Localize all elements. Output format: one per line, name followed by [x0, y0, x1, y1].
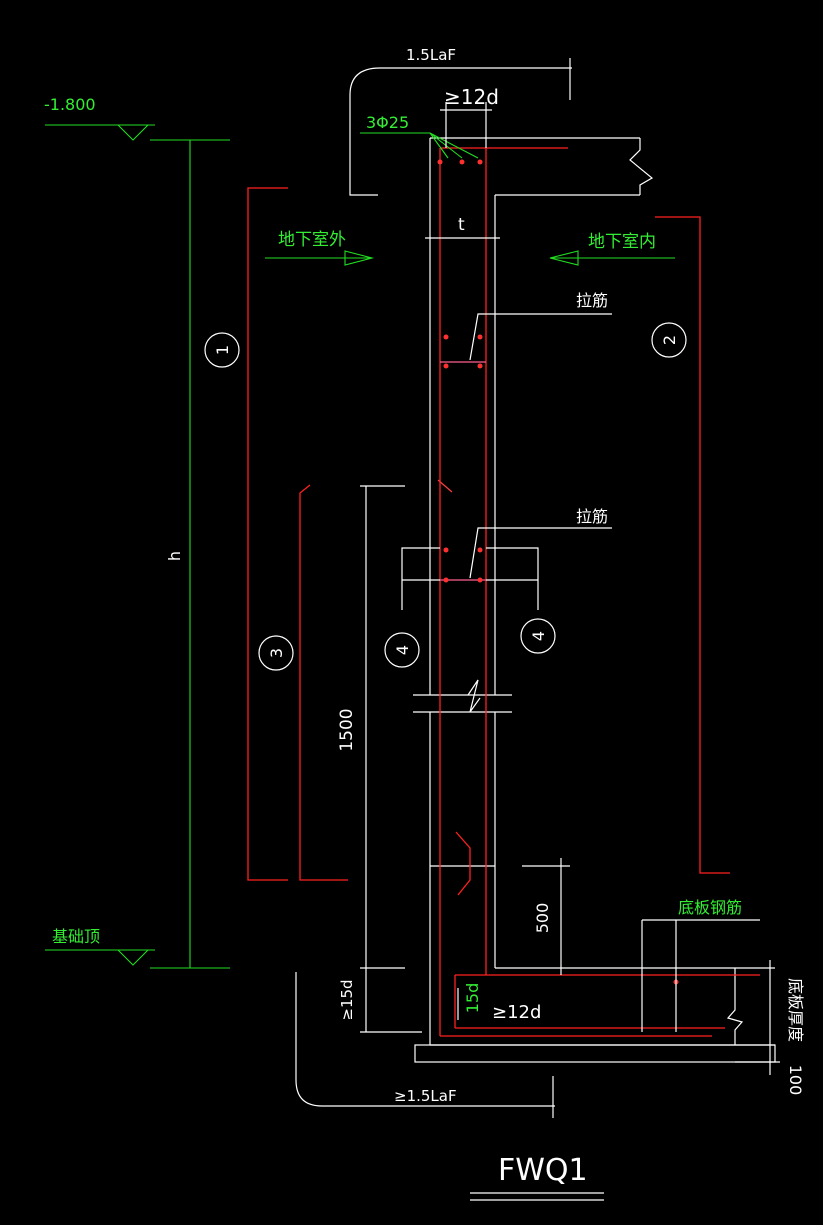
- label-slab-rebar: 底板钢筋: [678, 898, 742, 917]
- label-thickness: t: [458, 215, 465, 235]
- label-dim-100: 100: [786, 1065, 805, 1096]
- marker-4-left: 4: [384, 632, 420, 668]
- svg-text:3: 3: [267, 648, 286, 658]
- svg-text:1: 1: [213, 345, 232, 355]
- green-annotations: [45, 124, 675, 1201]
- label-dim-500: 500: [533, 903, 552, 934]
- label-tie-2: 拉筋: [576, 507, 608, 526]
- marker-2: 2: [651, 322, 687, 358]
- marker-3: 3: [258, 635, 294, 671]
- label-slab-thickness: 底板厚度: [786, 978, 805, 1042]
- label-found-top: 基础顶: [52, 927, 100, 946]
- label-inside: 地下室内: [588, 232, 656, 252]
- marker-1: 1: [204, 332, 240, 368]
- label-height: h: [165, 551, 184, 561]
- dimension-lines: [295, 58, 780, 1118]
- svg-text:2: 2: [660, 335, 679, 345]
- label-bot-anchor: ≥1.5LaF: [394, 1087, 457, 1105]
- label-15d-left: ≥15d: [338, 979, 356, 1020]
- reinforcement: [247, 147, 760, 1037]
- label-15d: 15d: [463, 983, 482, 1014]
- svg-text:4: 4: [529, 631, 548, 641]
- drawing-title: FWQ1: [498, 1153, 588, 1188]
- label-top-bars: 3Φ25: [366, 113, 409, 132]
- label-tie-1: 拉筋: [576, 291, 608, 310]
- label-dim-1500: 1500: [337, 708, 357, 751]
- label-top-cover: ≥12d: [444, 85, 499, 109]
- label-outside: 地下室外: [278, 230, 346, 250]
- label-top-anchor: 1.5LaF: [406, 46, 456, 64]
- label-bot-cover: ≥12d: [492, 1002, 541, 1023]
- svg-text:4: 4: [393, 645, 412, 655]
- concrete-outline: [413, 137, 776, 1063]
- marker-4-right: 4: [520, 618, 556, 654]
- label-elev-top: -1.800: [44, 95, 96, 114]
